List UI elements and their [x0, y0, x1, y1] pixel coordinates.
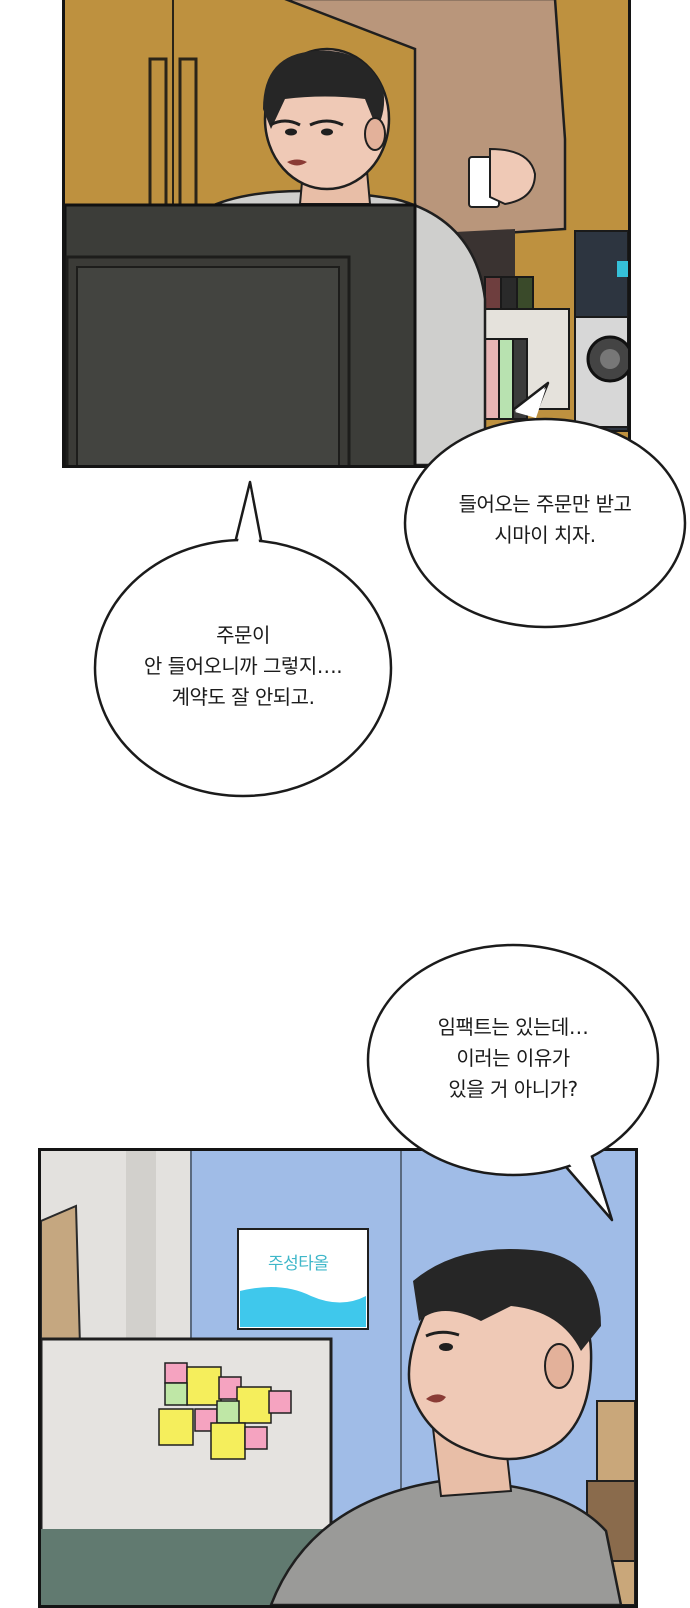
bubble-line: 주문이: [216, 623, 270, 647]
comic-panel-office-monitor: [62, 0, 631, 468]
poster-company-name: 주성타올: [268, 1254, 329, 1274]
speech-bubble-impact: 임팩트는 있는데… 이러는 이유가 있을 거 아니가?: [368, 1012, 658, 1105]
speech-bubble-no-orders: 주문이 안 들어오니까 그렇지…. 계약도 잘 안되고.: [95, 620, 391, 713]
bubble-line: 들어오는 주문만 받고: [458, 492, 632, 516]
bubble-line: 임팩트는 있는데…: [437, 1015, 589, 1039]
bubble-line: 계약도 잘 안되고.: [171, 685, 315, 709]
comic-panel-office-partition: 주성타올: [38, 1148, 638, 1608]
office-monitor-illustration: [65, 0, 628, 465]
bubble-line: 있을 거 아니가?: [448, 1077, 578, 1101]
bubble-line: 시마이 치자.: [494, 523, 596, 547]
office-partition-illustration: [41, 1151, 635, 1605]
bubble-line: 안 들어오니까 그렇지….: [143, 654, 343, 678]
bubble-line: 이러는 이유가: [456, 1046, 570, 1070]
speech-bubble-order-intake: 들어오는 주문만 받고 시마이 치자.: [405, 489, 685, 551]
